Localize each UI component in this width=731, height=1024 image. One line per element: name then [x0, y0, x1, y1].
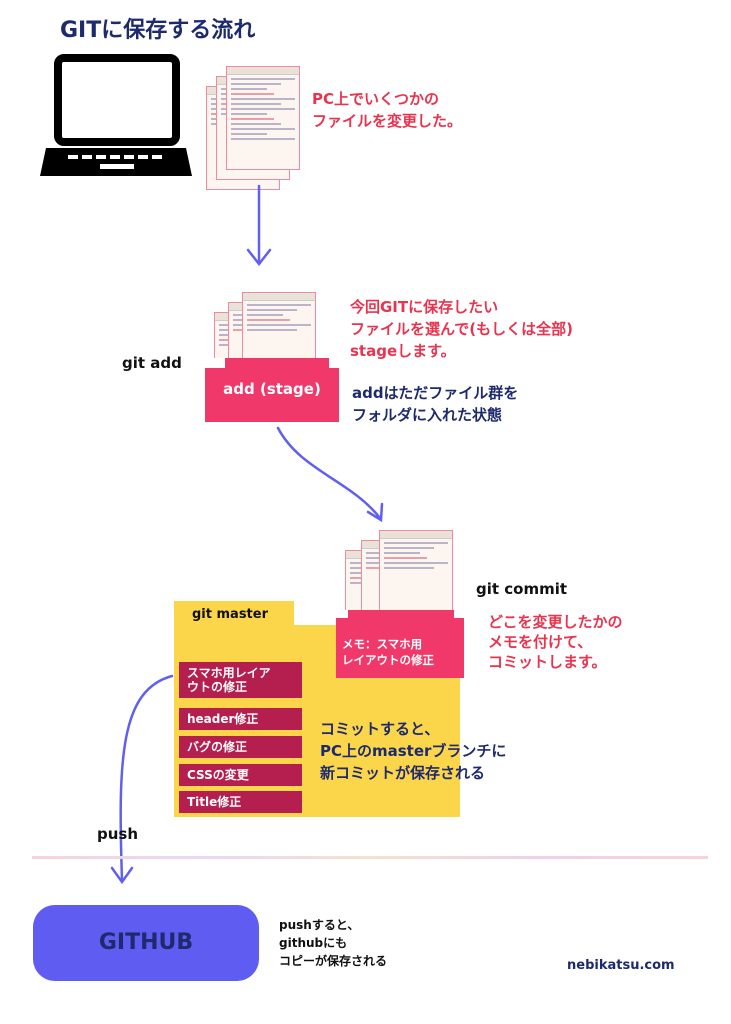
commit-item: バグの修正: [179, 736, 302, 758]
step3-note-line: コミットします。: [488, 653, 607, 671]
master-note-line: PC上のmasterブランチに: [320, 742, 507, 760]
step2-note-line: 今回GITに保存したい: [350, 298, 499, 316]
add-stage-box: add (stage): [205, 358, 339, 422]
step1-note-line: PC上でいくつかの: [312, 90, 440, 108]
step1-note-line: ファイルを変更した。: [312, 112, 463, 130]
github-box: GITHUB: [33, 905, 259, 981]
step2-note-line: ファイルを選んで(もしくは全部): [350, 320, 573, 338]
master-tab-label: git master: [192, 607, 269, 622]
push-note-line: pushすると、: [279, 918, 360, 932]
push-note-line: githubにも: [279, 936, 348, 950]
add-stage-label: add (stage): [223, 380, 321, 398]
file-stack-step2: [214, 292, 318, 416]
step1-note: PC上でいくつかの ファイルを変更した。: [312, 88, 462, 132]
commit-item: Title修正: [179, 791, 302, 813]
commit-item: header修正: [179, 708, 302, 730]
step2-note-navy: addはただファイル群を フォルダに入れた状態: [352, 382, 518, 426]
github-label: GITHUB: [98, 930, 194, 955]
commit-item: スマホ用レイア ウトの修正: [179, 662, 302, 698]
arrow-add-to-commit: [276, 426, 382, 520]
file-stack-step1: [206, 66, 306, 190]
commit-memo-box: メモ：スマホ用 レイアウトの修正: [336, 610, 464, 678]
master-note: コミットすると、 PC上のmasterブランチに 新コミットが保存される: [320, 718, 506, 784]
commit-memo-line: メモ：スマホ用: [342, 637, 423, 651]
file-stack-step3: [345, 530, 459, 654]
arrow-push: [119, 674, 174, 882]
push-label: push: [97, 825, 139, 843]
step3-note-red: どこを変更したかの メモを付けて、 コミットします。: [488, 612, 623, 672]
commit-memo-line: レイアウトの修正: [342, 653, 434, 667]
page-title: GITに保存する流れ: [60, 18, 256, 43]
master-note-line: コミットすると、: [320, 720, 440, 738]
step2-note-line: addはただファイル群を: [352, 384, 519, 402]
master-note-line: 新コミットが保存される: [320, 764, 486, 782]
push-note: pushすると、 githubにも コピーが保存される: [279, 916, 387, 970]
push-note-line: コピーが保存される: [279, 954, 388, 968]
step3-note-line: どこを変更したかの: [488, 613, 623, 631]
file-icon: [226, 66, 300, 170]
step3-note-line: メモを付けて、: [488, 633, 593, 651]
commit-item: CSSの変更: [179, 764, 302, 786]
master-folder-tab: git master: [174, 601, 294, 627]
laptop-icon: [40, 54, 192, 176]
step2-note-line: stageします。: [350, 342, 456, 360]
divider: [32, 856, 708, 859]
git-add-label: git add: [122, 354, 182, 372]
site-credit: nebikatsu.com: [567, 958, 675, 973]
step2-note-line: フォルダに入れた状態: [352, 406, 503, 424]
git-commit-label: git commit: [476, 580, 568, 598]
step2-note-red: 今回GITに保存したい ファイルを選んで(もしくは全部) stageします。: [350, 296, 573, 362]
